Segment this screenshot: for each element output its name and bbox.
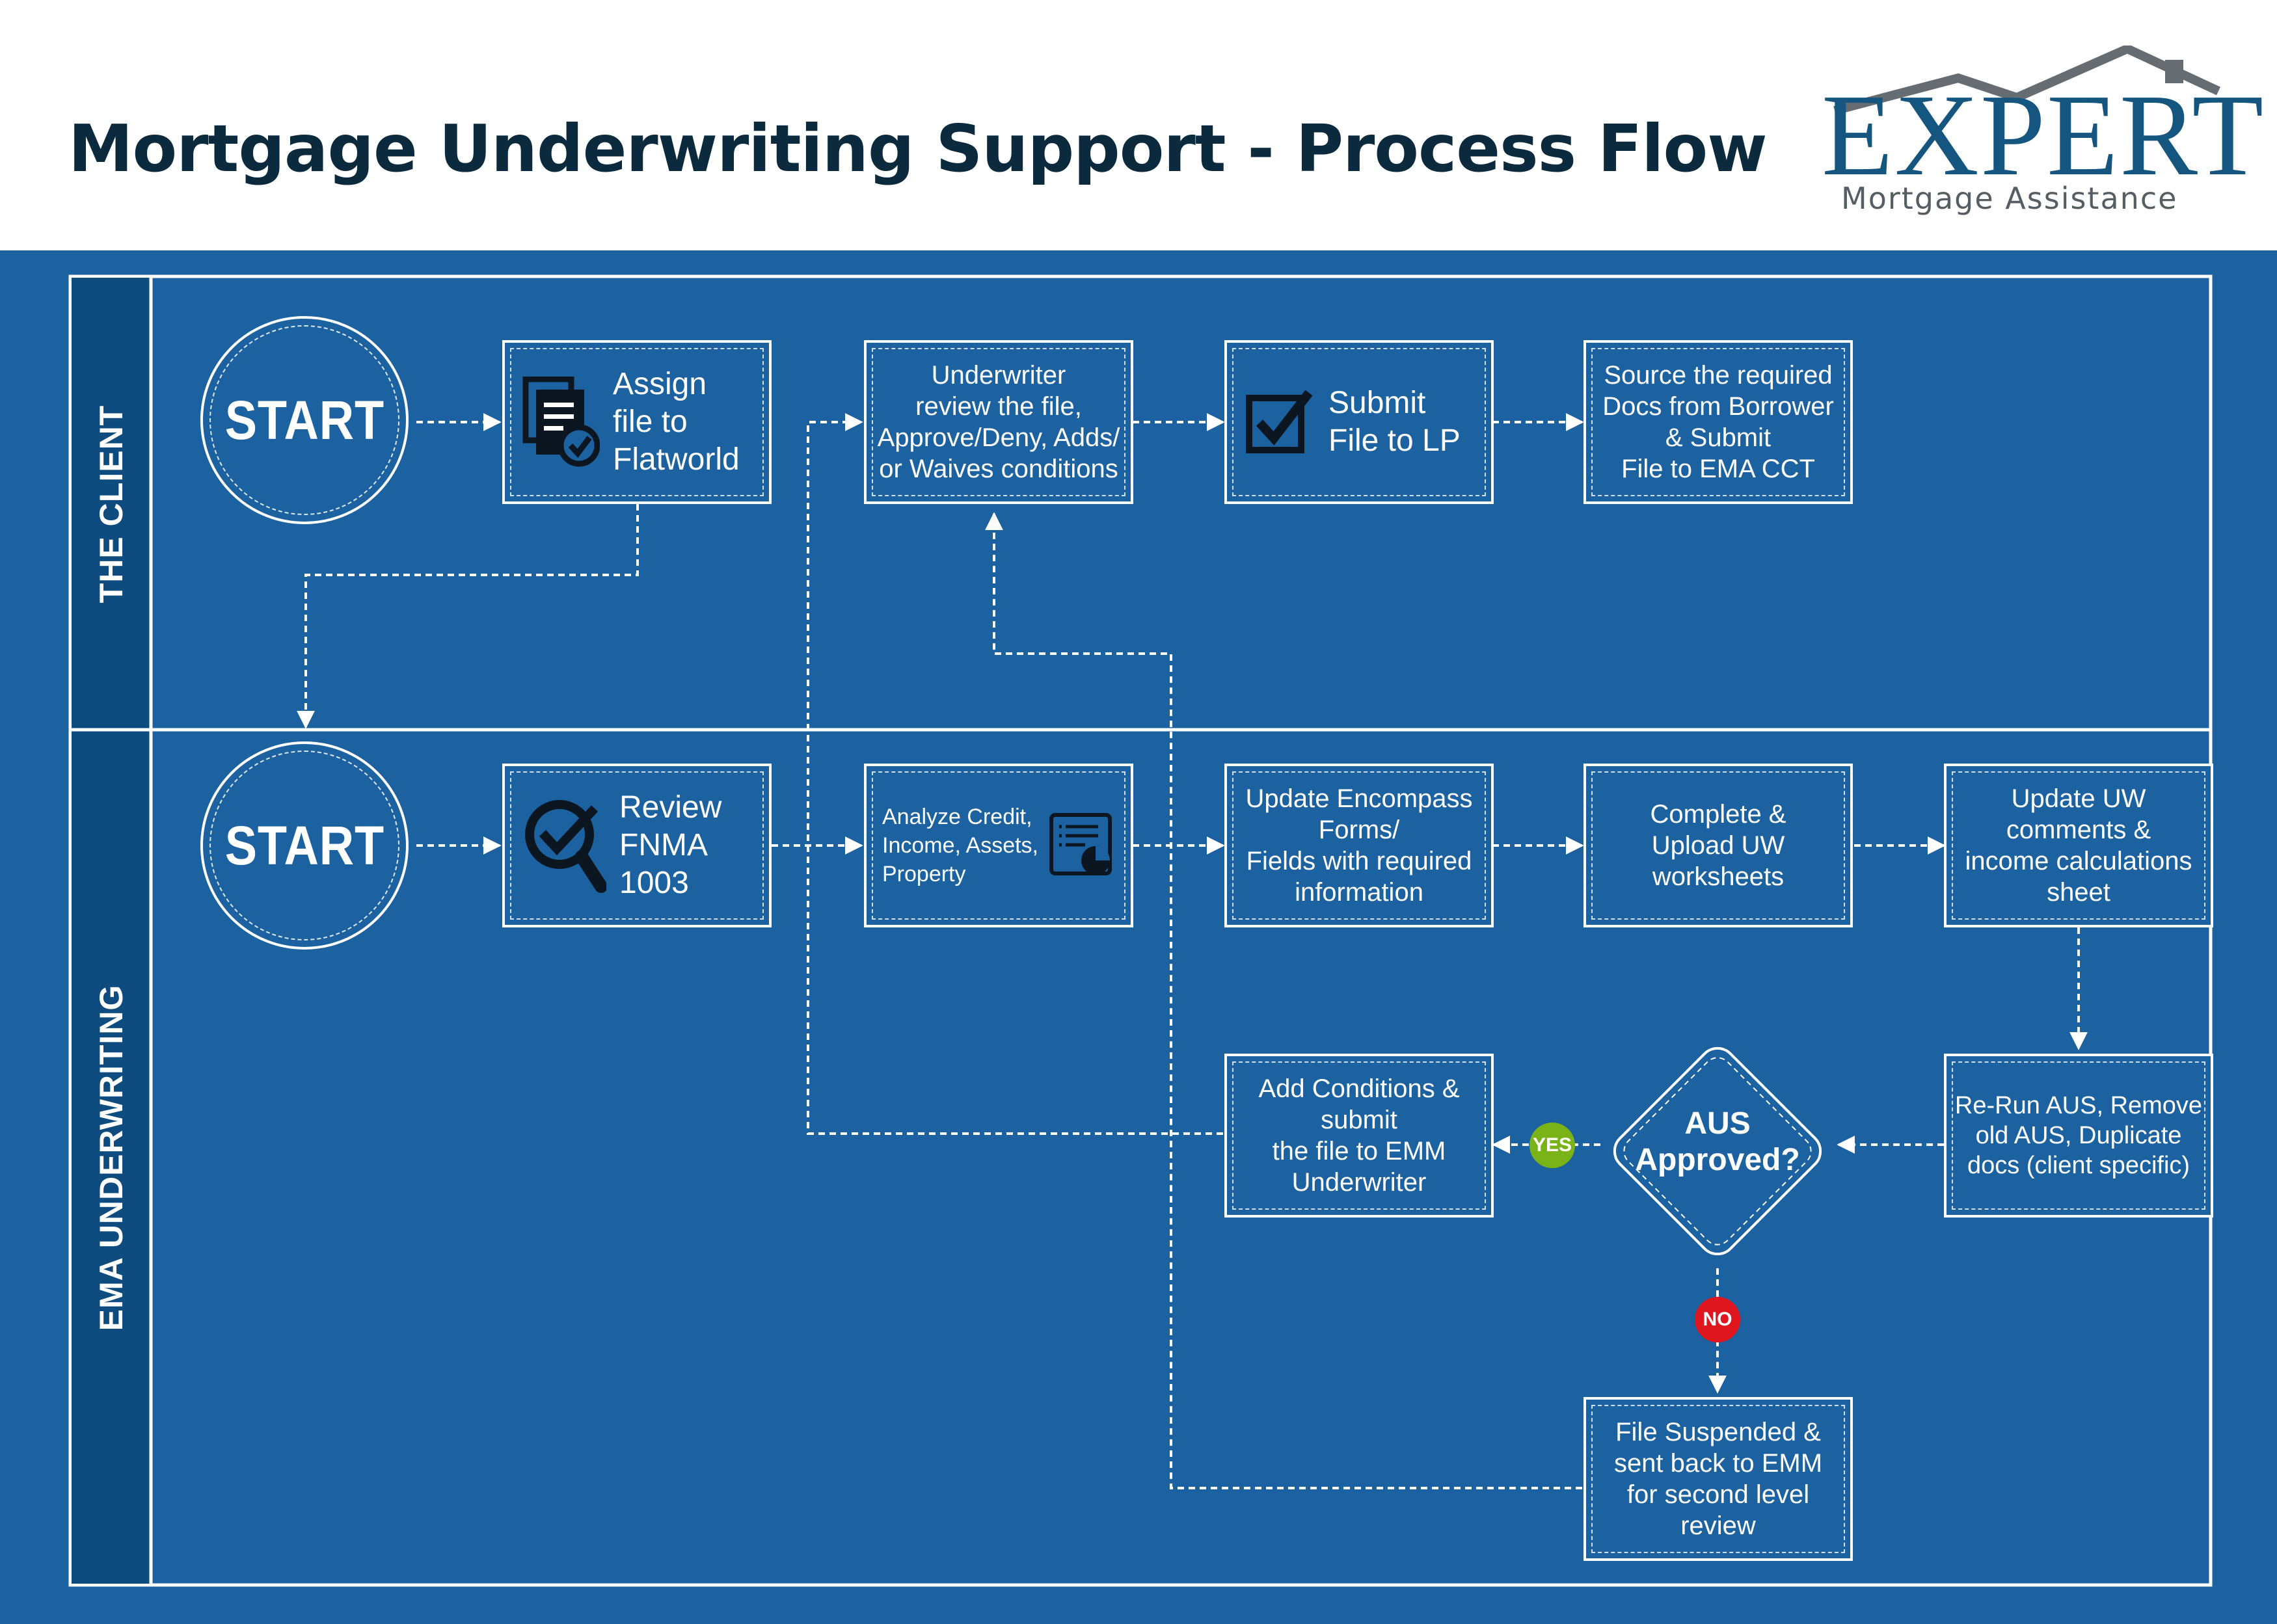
lane-label-client: THE CLIENT bbox=[93, 405, 129, 604]
arrow-suspended-to-underwriter-review bbox=[985, 512, 1582, 1489]
file-suspended-box[interactable]: File Suspended & sent back to EMM for se… bbox=[1583, 1397, 1853, 1561]
aus-decision-label: AUS Approved? bbox=[1635, 1106, 1800, 1177]
ema-start-node[interactable]: START bbox=[200, 741, 409, 950]
logo-word: EXPERT bbox=[1822, 70, 2265, 200]
no-badge: NO bbox=[1695, 1297, 1740, 1342]
underwriter-review-box[interactable]: Underwriter review the file, Approve/Den… bbox=[864, 340, 1133, 504]
arrow-assign-to-ema-start bbox=[297, 504, 639, 729]
review-fnma-box[interactable]: Review FNMA 1003 bbox=[502, 764, 772, 927]
submit-lp-box[interactable]: Submit File to LP bbox=[1224, 340, 1494, 504]
add-conditions-label: Add Conditions & submit the file to EMM … bbox=[1258, 1074, 1460, 1197]
complete-upload-label: Complete & Upload UW worksheets bbox=[1650, 800, 1786, 891]
update-encompass-label: Update Encompass Forms/ Fields with requ… bbox=[1245, 784, 1473, 907]
assign-file-box[interactable]: Assign file to Flatworld bbox=[502, 340, 772, 504]
magnifier-check-icon bbox=[525, 800, 606, 893]
submit-lp-label: Submit File to LP bbox=[1328, 386, 1461, 458]
lane-header-bar bbox=[72, 278, 151, 1584]
client-start-node[interactable]: START bbox=[200, 316, 409, 524]
report-chart-icon bbox=[1049, 813, 1112, 875]
source-docs-label: Source the required Docs from Borrower &… bbox=[1602, 361, 1834, 483]
assign-file-label: Assign file to Flatworld bbox=[613, 367, 740, 477]
underwriter-review-label: Underwriter review the file, Approve/Den… bbox=[877, 361, 1120, 483]
decision-diamond bbox=[1613, 1046, 1822, 1256]
logo-subtitle: Mortgage Assistance bbox=[1841, 181, 2178, 216]
logo: EXPERT Mortgage Assistance bbox=[1822, 46, 2263, 221]
client-start-label: START bbox=[224, 389, 384, 451]
rerun-aus-label: Re-Run AUS, Remove old AUS, Duplicate do… bbox=[1954, 1092, 2203, 1179]
page-title: Mortgage Underwriting Support - Process … bbox=[68, 111, 1768, 187]
roof-icon bbox=[1833, 46, 2220, 115]
update-uw-comments-label: Update UW comments & income calculations… bbox=[1965, 784, 2192, 907]
rerun-aus-box[interactable]: Re-Run AUS, Remove old AUS, Duplicate do… bbox=[1944, 1054, 2213, 1218]
complete-upload-box[interactable]: Complete & Upload UW worksheets bbox=[1583, 764, 1853, 927]
source-docs-box[interactable]: Source the required Docs from Borrower &… bbox=[1583, 340, 1853, 504]
document-check-icon bbox=[522, 377, 600, 467]
file-suspended-label: File Suspended & sent back to EMM for se… bbox=[1613, 1418, 1823, 1540]
update-encompass-box[interactable]: Update Encompass Forms/ Fields with requ… bbox=[1224, 764, 1494, 927]
lane-frame bbox=[68, 274, 2213, 1587]
add-conditions-box[interactable]: Add Conditions & submit the file to EMM … bbox=[1224, 1054, 1494, 1218]
analyze-credit-label: Analyze Credit, Income, Assets, Property bbox=[882, 805, 1038, 886]
ema-start-label: START bbox=[224, 814, 384, 876]
analyze-credit-box[interactable]: Analyze Credit, Income, Assets, Property bbox=[864, 764, 1133, 927]
header: Mortgage Underwriting Support - Process … bbox=[0, 0, 2277, 250]
arrow-conditions-to-underwriter-review bbox=[807, 413, 1223, 1135]
lane-label-ema: EMA UNDERWRITING bbox=[93, 984, 129, 1331]
checkbox-icon bbox=[1246, 390, 1313, 453]
yes-badge: YES bbox=[1529, 1123, 1575, 1168]
update-uw-comments-box[interactable]: Update UW comments & income calculations… bbox=[1944, 764, 2213, 927]
review-fnma-label: Review FNMA 1003 bbox=[619, 790, 722, 900]
